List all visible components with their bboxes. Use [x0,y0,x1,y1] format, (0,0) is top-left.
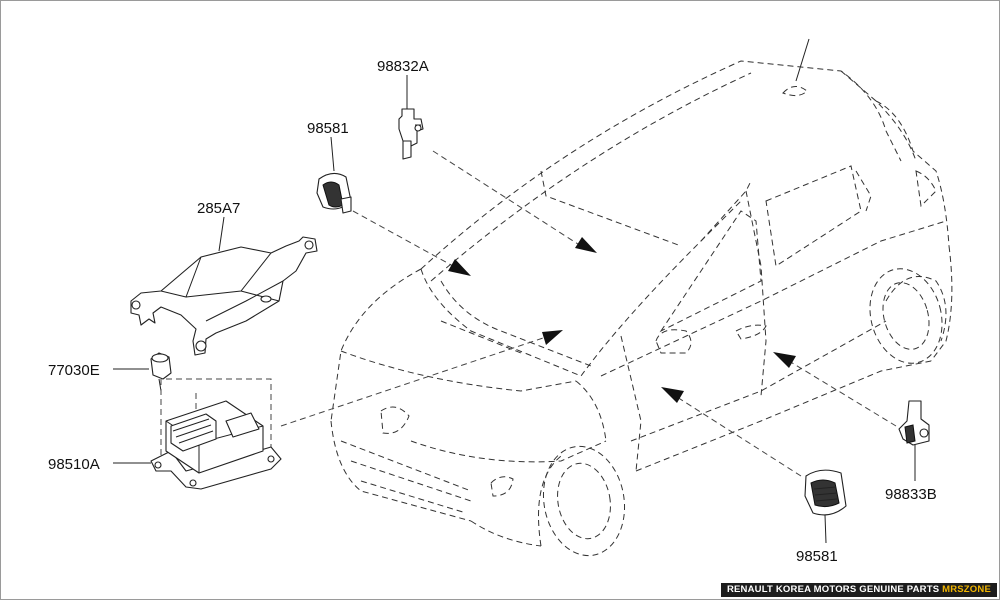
label-98510A: 98510A [48,456,100,473]
leader-lines [280,150,897,477]
label-98581-bottom: 98581 [796,548,838,565]
footer-banner: RENAULT KOREA MOTORS GENUINE PARTS MRSZO… [720,583,997,597]
part-98833B-sensor [898,400,930,481]
label-98832A: 98832A [377,58,429,75]
part-98832A-sensor [398,75,424,160]
car-outline [330,38,953,557]
footer-brand: MRSZONE [942,584,991,595]
label-285A7: 285A7 [197,200,240,217]
part-285A7-bracket [130,216,318,356]
label-98581-top: 98581 [307,120,349,137]
part-98581-top-sensor [316,136,352,214]
label-77030E: 77030E [48,362,100,379]
part-98581-bottom-sensor [804,469,847,544]
part-77030E-nut [113,352,172,392]
label-98833B: 98833B [885,486,937,503]
footer-text: RENAULT KOREA MOTORS GENUINE PARTS [726,584,940,595]
part-98510A-ecu [113,378,282,490]
